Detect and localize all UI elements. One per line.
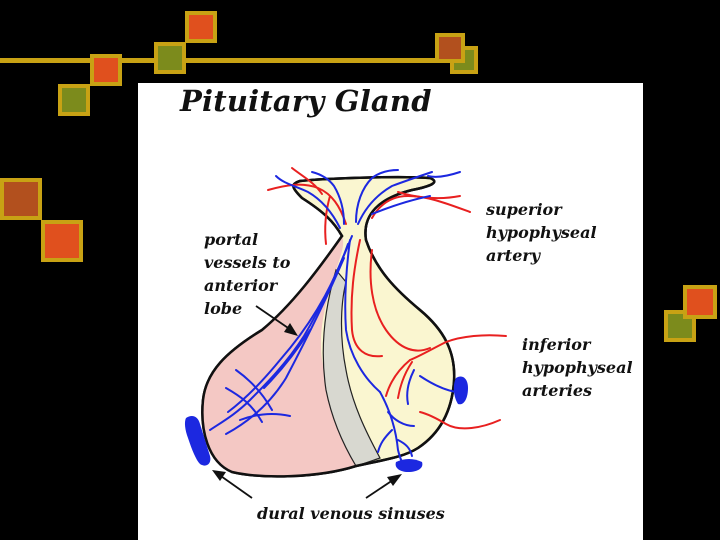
dural-venous-sinuses — [184, 376, 468, 472]
arrow-dural-left — [212, 470, 253, 499]
gland-outline-redraw — [201, 175, 456, 478]
label-superior-line-3: artery — [486, 246, 541, 265]
diagram-title: Pituitary Gland — [180, 84, 432, 118]
label-portal-line-4: lobe — [204, 299, 243, 318]
label-dural-venous-sinuses: dural venous sinuses — [257, 504, 445, 523]
arteries — [267, 167, 507, 430]
decoration-squares-top-right — [435, 33, 478, 74]
arrow-portal — [255, 305, 298, 336]
decoration-lines — [0, 58, 460, 63]
label-portal-line-3: anterior — [204, 276, 278, 295]
decoration-squares-left — [0, 178, 83, 262]
label-inferior-line-1: inferior — [522, 335, 591, 354]
label-inferior-line-3: arteries — [522, 381, 593, 400]
arrow-dural-right — [365, 474, 402, 499]
label-portal-line-2: vessels to — [204, 253, 291, 272]
label-inferior-line-2: hypophyseal — [522, 358, 633, 377]
label-superior-hypophyseal-artery: superior hypophyseal artery — [486, 198, 597, 267]
label-portal-vessels: portal vessels to anterior lobe — [204, 228, 290, 320]
pointer-arrows — [212, 305, 402, 499]
decoration-squares-right — [664, 285, 717, 342]
anterior-lobe — [202, 236, 356, 477]
label-superior-line-1: superior — [486, 200, 562, 219]
label-superior-line-2: hypophyseal — [486, 223, 597, 242]
portal-vessels — [209, 169, 461, 469]
decoration-squares-top-left — [58, 11, 217, 116]
label-inferior-hypophyseal-arteries: inferior hypophyseal arteries — [522, 333, 633, 402]
label-portal-line-1: portal — [204, 230, 259, 249]
